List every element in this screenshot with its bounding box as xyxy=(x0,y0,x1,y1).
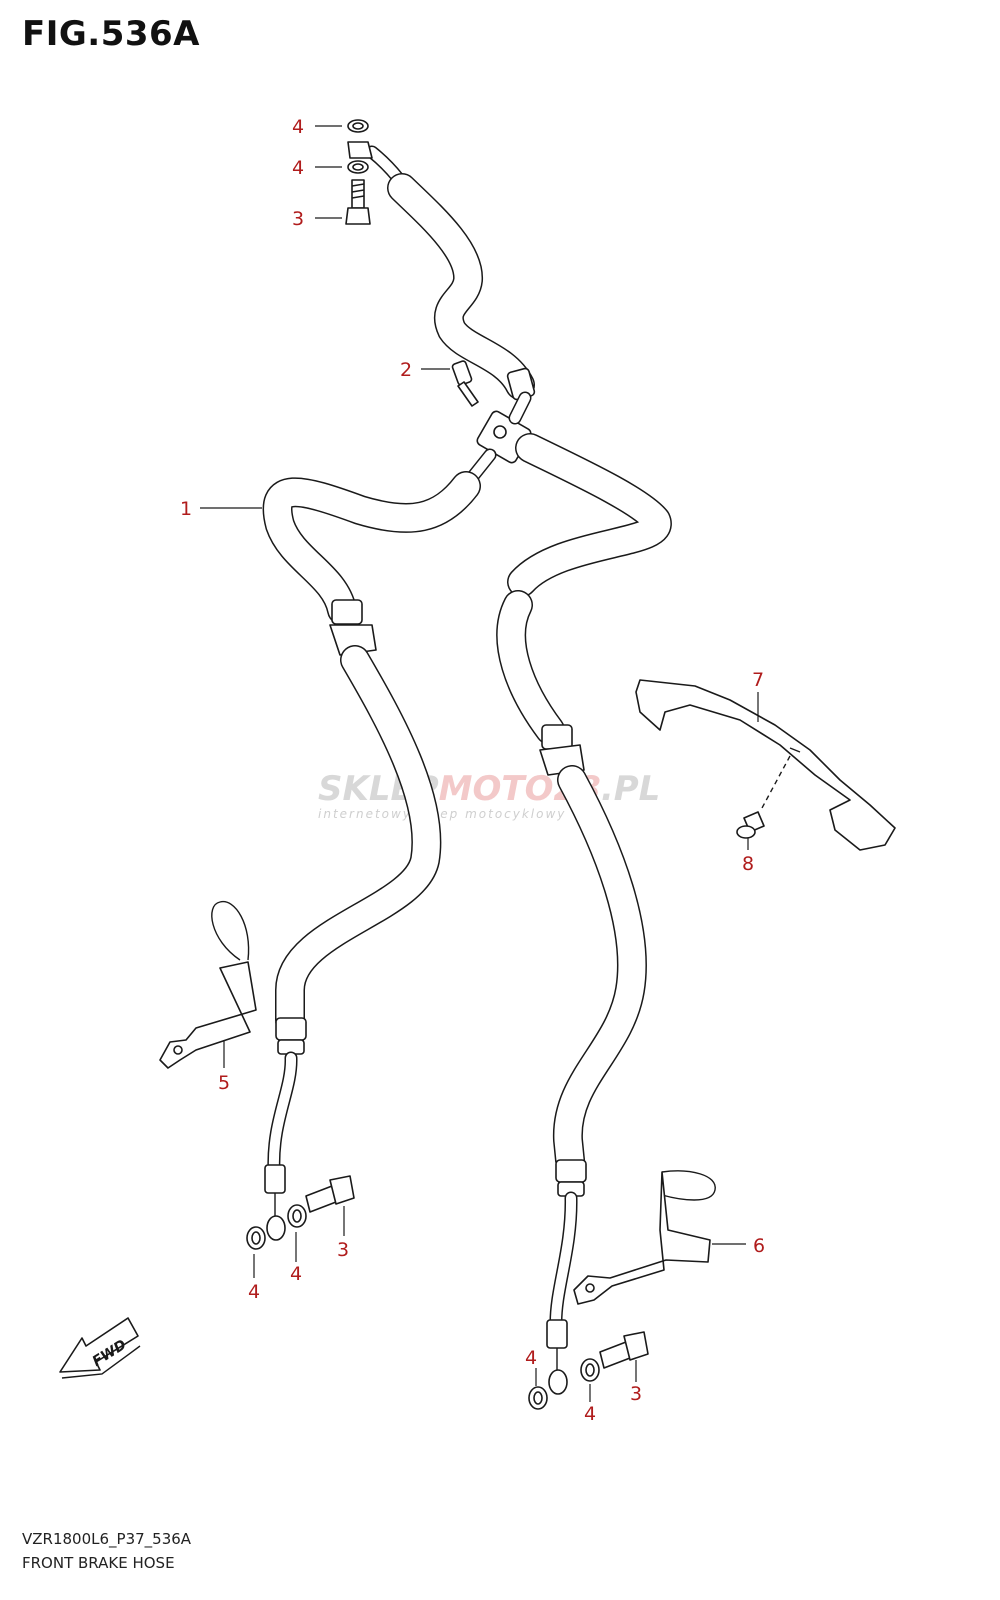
callout-2-bolt: 2 xyxy=(400,359,412,381)
bottom-right-fittings xyxy=(528,1331,649,1410)
upper-hose xyxy=(365,145,536,401)
callout-3-top-bolt: 3 xyxy=(292,208,304,230)
callout-3-right-bolt: 3 xyxy=(630,1383,642,1405)
callout-4-left-washer-b: 4 xyxy=(290,1263,302,1285)
bottom-left-fittings xyxy=(246,1175,355,1250)
callout-labels: 4 4 3 2 1 5 4 4 3 6 7 8 4 4 3 xyxy=(180,116,765,1425)
hose-clamp-left xyxy=(159,901,257,1069)
watermark-tagline: internetowy sklep motocyklowy xyxy=(318,807,566,821)
callout-4-top-washer-lower: 4 xyxy=(292,157,304,179)
fwd-arrow-icon: FWD xyxy=(59,1317,141,1379)
hose-bracket xyxy=(635,679,896,851)
bracket-screw xyxy=(736,755,791,839)
callout-5-clamp: 5 xyxy=(218,1072,230,1094)
figure-code: VZR1800L6_P37_536A xyxy=(22,1530,192,1548)
callout-4-right-washer-b: 4 xyxy=(584,1403,596,1425)
watermark: SKLEPMOTO28.PL internetowy sklep motocyk… xyxy=(318,769,660,821)
bleeder-bolt xyxy=(451,360,479,407)
hose-clamp-right xyxy=(573,1170,716,1305)
top-fittings xyxy=(345,119,373,225)
figure-title: FIG.536A xyxy=(22,14,200,54)
callout-7-bracket: 7 xyxy=(752,669,764,691)
figure-name: FRONT BRAKE HOSE xyxy=(22,1554,175,1572)
callout-1-hose: 1 xyxy=(180,498,192,520)
callout-4-right-washer-a: 4 xyxy=(525,1347,537,1369)
brake-hose-joint xyxy=(476,391,532,464)
right-hose xyxy=(496,433,672,1395)
callout-4-top-washer: 4 xyxy=(292,116,304,138)
callout-8-screw: 8 xyxy=(742,853,754,875)
callout-lines xyxy=(200,125,759,1402)
left-hose xyxy=(262,448,497,1241)
watermark-brand: SKLEPMOTO28.PL xyxy=(318,769,660,809)
callout-3-left-bolt: 3 xyxy=(337,1239,349,1261)
callout-6-clamp: 6 xyxy=(753,1235,765,1257)
callout-4-left-washer-a: 4 xyxy=(248,1281,260,1303)
